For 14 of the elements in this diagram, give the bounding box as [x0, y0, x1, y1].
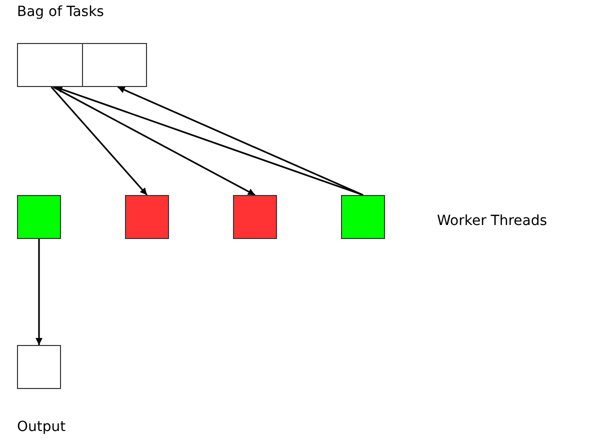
worker-thread-square — [125, 195, 169, 239]
worker-thread-square — [233, 195, 277, 239]
arrow — [52, 86, 256, 196]
worker-thread-square — [341, 195, 385, 239]
task-slot — [17, 43, 83, 87]
arrow — [55, 86, 364, 196]
arrow — [117, 86, 364, 196]
group-heading: Bag of Tasks — [17, 4, 104, 20]
arrow — [50, 86, 148, 196]
group-label: Worker Threads — [437, 213, 548, 229]
node-label: Output — [17, 419, 66, 435]
arrow — [36, 239, 42, 345]
task-slot — [82, 43, 147, 87]
worker-thread-square — [17, 195, 61, 239]
